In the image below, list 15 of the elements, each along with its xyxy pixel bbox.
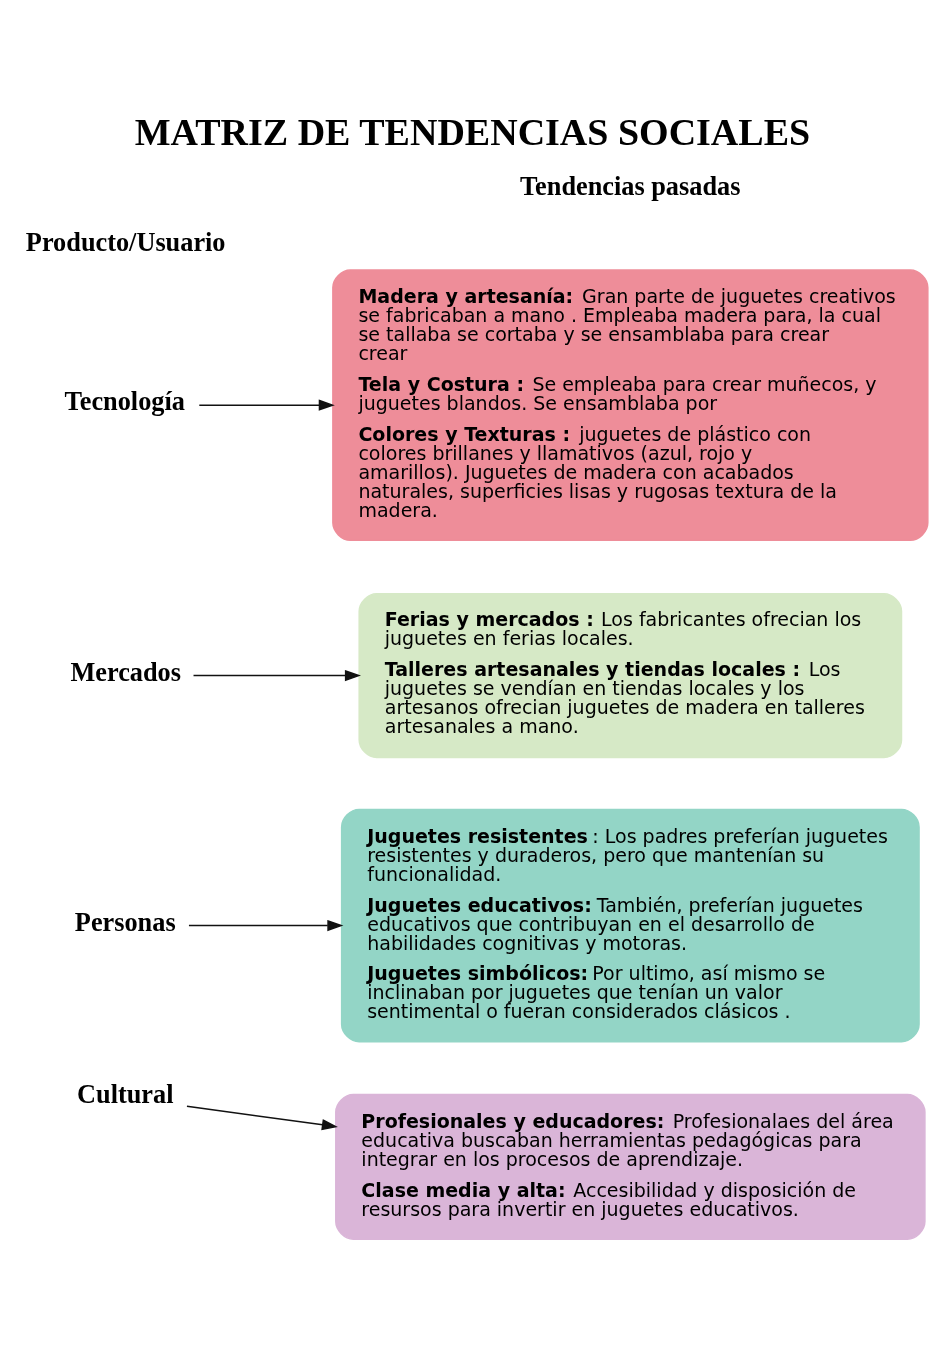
node-text: Mercados bbox=[70, 657, 181, 687]
node-text: Cultural bbox=[77, 1080, 174, 1110]
node-box: Madera y artesanía: Gran parte de juguetes creativos se fabricaban a mano . Empleaba madera para, la cual se tallaba se cortaba y se ensamblaba para crear crear Tela y Costura : Se empleaba para crear muñecos, y juguetes blandos. Se ensamblaba por Colores y Texturas : juguetes de plástico con colores brillanes y llamativos (azul, rojo y amarillos). Juguetes de madera con acabados naturales, superficies lisas y rugosas textura de la madera. bbox=[332, 269, 929, 542]
label: Tendencias pasadas bbox=[519, 172, 741, 202]
arrow bbox=[198, 399, 335, 411]
diagram-title: MATRIZ DE TENDENCIAS SOCIALES bbox=[134, 110, 811, 153]
node-box: Profesionales y educadores: Profesionalaes del área educativa buscaban herramientas pedagógicas para integrar en los procesos de aprendizaje. Clase media y alta: Accesibilidad y disposición de resursos para invertir en juguetes educativos. bbox=[335, 1093, 926, 1240]
node-text: Personas bbox=[74, 907, 176, 937]
arrow bbox=[188, 919, 344, 932]
arrow bbox=[192, 669, 361, 682]
node-box: Ferias y mercados : Los fabricantes ofrecian los juguetes en ferias locales. Talleres artesanales y tiendas locales : Los juguetes se vendían en tiendas locales y los artesanos ofrecian juguetes de madera en talleres artesanales a mano. bbox=[358, 593, 903, 759]
node-text: Tecnología bbox=[64, 387, 185, 417]
arrow bbox=[186, 1105, 338, 1131]
node-box: Juguetes resistentes : Los padres preferían juguetes resistentes y duraderos, pero que mantenían su funcionalidad. Juguetes educativos: También, preferían juguetes educativos que contribuyan en el desarrollo de habilidades cognitivas y motoras. Juguetes simbólicos: Por ultimo, así mismo se inclinaban por juguetes que tenían un valor sentimental o fueran considerados clásicos . bbox=[340, 808, 920, 1043]
label: Producto/Usuario bbox=[25, 227, 226, 257]
